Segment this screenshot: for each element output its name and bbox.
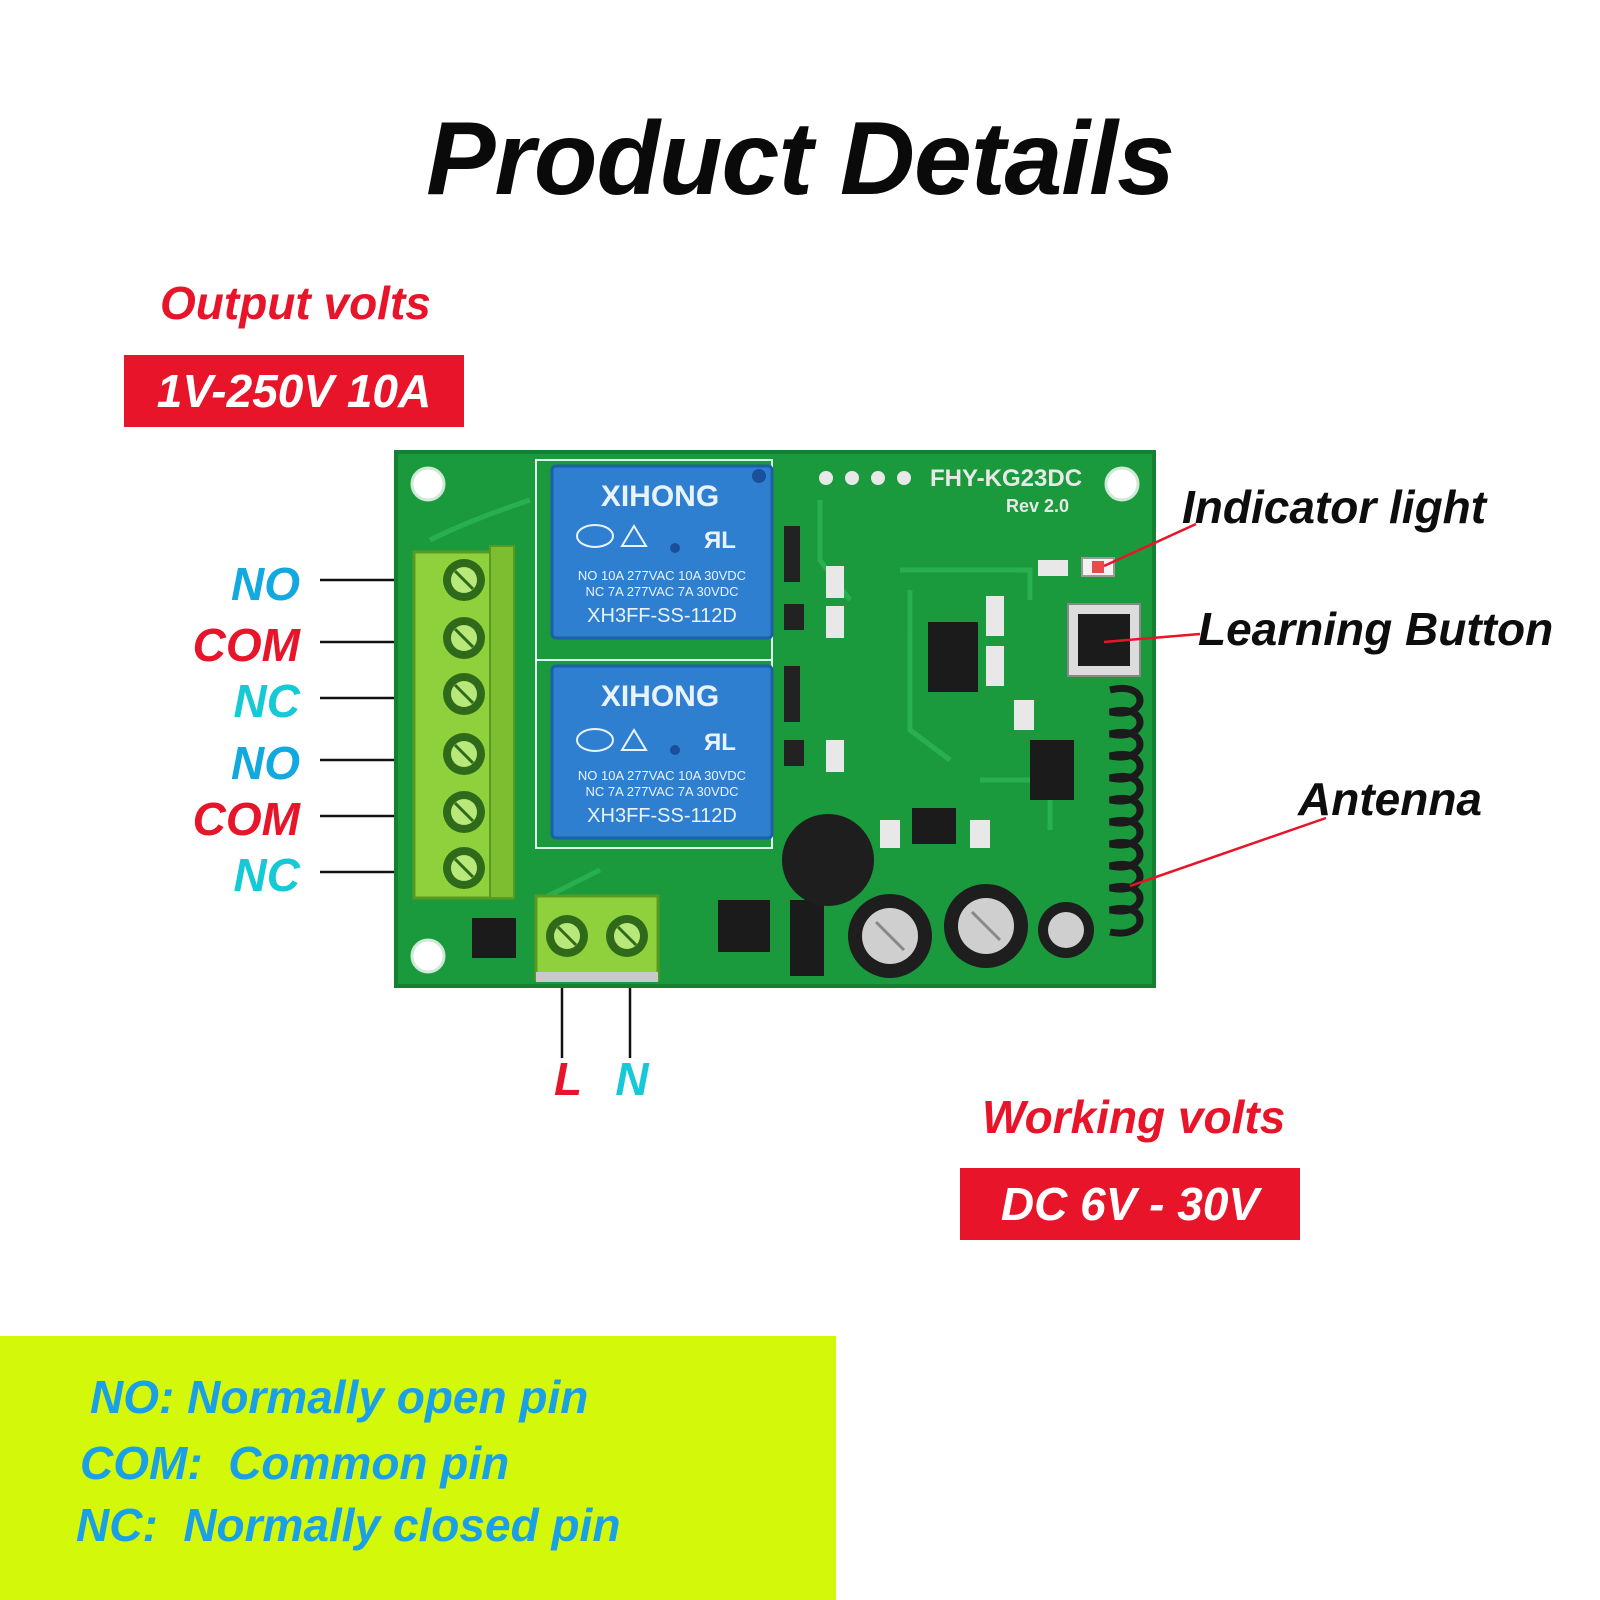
header-pads [819,471,911,485]
relay-1-rating-2: NC 7A 277VAC 7A 30VDC [586,584,739,599]
relay-1-model: XH3FF-SS-112D [587,605,737,627]
pin-label-nc-2: NC [233,849,300,901]
buzzer [782,814,874,906]
pin-leader-lines [320,578,632,1058]
antenna-coil [1109,684,1144,937]
relay-1-brand: XIHONG [601,480,719,513]
ic-chips [472,622,1074,976]
power-pin-l: L [553,1053,583,1105]
working-volts-badge: DC 6V - 30V [960,1168,1300,1240]
capacitors [848,884,1094,978]
pin-legend-panel: NO: Normally open pin COM: Common pin NC… [0,1336,836,1600]
board-rev-text: Rev 2.0 [1006,496,1069,516]
antenna-label: Antenna [1298,773,1482,825]
working-volts-label: Working volts [982,1091,1286,1143]
board-model-text: FHY-KG23DC [930,465,1082,492]
legend-com: COM: Common pin [80,1437,510,1489]
output-terminal-block [412,545,515,900]
relay-2-rating-2: NC 7A 277VAC 7A 30VDC [586,784,739,799]
relay-1: XIHONG ЯL NO 10A 277VAC 10A 30VDC NC 7A … [550,464,774,640]
legend-nc: NC: Normally closed pin [76,1499,621,1551]
legend-no: NO: Normally open pin [90,1371,589,1423]
svg-text:ЯL: ЯL [704,729,736,756]
mounting-holes [410,466,1140,974]
relay-1-rating-1: NO 10A 277VAC 10A 30VDC [578,568,746,583]
output-volts-badge: 1V-250V 10A [124,355,464,427]
relay-2-model: XH3FF-SS-112D [587,805,737,827]
power-terminal-block [534,894,660,982]
relay-2: XIHONG ЯL NO 10A 277VAC 10A 30VDC NC 7A … [550,664,774,840]
learning-button-label: Learning Button [1198,603,1554,655]
indicator-light-label: Indicator light [1182,481,1487,533]
pin-label-nc-1: NC [233,675,300,727]
pin-label-no-2: NO [231,737,300,789]
pin-label-no-1: NO [231,558,300,610]
relay-2-brand: XIHONG [601,680,719,713]
relay-2-rating-1: NO 10A 277VAC 10A 30VDC [578,768,746,783]
pin-label-com-1: COM [192,619,300,671]
output-volts-label: Output volts [160,277,431,329]
power-pin-n: N [615,1053,649,1105]
pin-label-com-2: COM [192,793,300,845]
callout-leader-lines [1103,522,1327,888]
page-title: Product Details [426,101,1175,217]
svg-text:ЯL: ЯL [704,527,736,554]
